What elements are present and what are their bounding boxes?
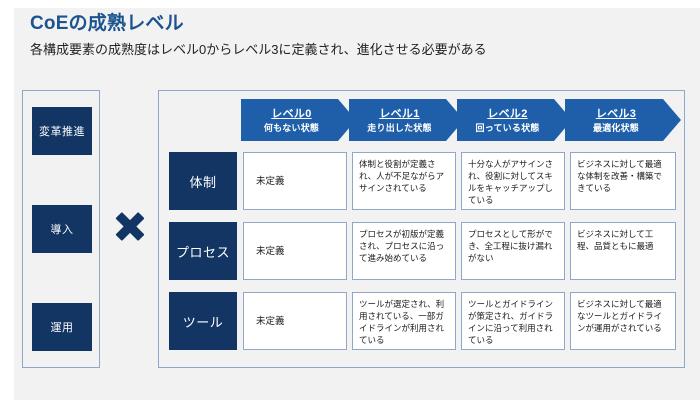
level-chevron-1: レベル1 走り出した状態	[349, 99, 464, 141]
level-chevron-subtitle: 何もない状態	[263, 122, 320, 133]
level-chevron-subtitle: 回っている状態	[475, 122, 540, 133]
matrix-cell-r1-l2: プロセスとして形ができ、全工程に抜け漏れがない	[461, 222, 565, 280]
matrix-cell-r2-l1: ツールが選定され、利用されている、一部ガイドラインが利用されている	[352, 292, 456, 350]
pillar-item-2: 運用	[32, 303, 92, 351]
page-subtitle: 各構成要素の成熟度はレベル0からレベル3に定義され、進化させる必要がある	[30, 42, 487, 57]
matrix-row: 体制 未定義 体制と役割が定義され、人が不足ながらアサインされている 十分な人が…	[169, 149, 676, 216]
level-chevron-subtitle: 最適化状態	[592, 122, 639, 133]
row-label-process: プロセス	[169, 222, 237, 280]
level-chevron-3: レベル3 最適化状態	[565, 99, 681, 141]
row-label-taisei: 体制	[169, 152, 237, 210]
slide-header: CoEの成熟レベル 各構成要素の成熟度はレベル0からレベル3に定義され、進化させ…	[30, 12, 680, 59]
matrix-cell-r2-l2: ツールとガイドラインが策定され、ガイドラインに沿って利用されている	[461, 292, 565, 350]
matrix-cell-r1-l1: プロセスが初版が定義され、プロセスに沿って進み始めている	[352, 222, 456, 280]
level-chevron-title: レベル3	[595, 107, 637, 120]
pillar-label: 運用	[50, 322, 74, 334]
matrix-row: プロセス 未定義 プロセスが初版が定義され、プロセスに沿って進み始めている プロ…	[169, 219, 676, 286]
matrix-cell-r0-l0: 未定義	[243, 152, 347, 210]
level-chevron-0: レベル0 何もない状態	[241, 99, 356, 141]
row-label-text: プロセス	[175, 244, 230, 260]
row-label-text: 体制	[189, 174, 217, 190]
multiply-icon	[112, 208, 148, 244]
pillar-label: 変革推進	[39, 126, 85, 138]
level-chevron-title: レベル2	[487, 107, 528, 120]
maturity-matrix-panel: レベル0 何もない状態 レベル1 走り出した状態 レベル2 回っている状態 レベ…	[158, 90, 685, 368]
matrix-row: ツール 未定義 ツールが選定され、利用されている、一部ガイドラインが利用されてい…	[169, 289, 676, 356]
level-chevron-title: レベル0	[271, 107, 312, 120]
level-chevron-title: レベル1	[379, 107, 420, 120]
matrix-cell-r0-l1: 体制と役割が定義され、人が不足ながらアサインされている	[352, 152, 456, 210]
pillars-panel: 変革推進 導入 運用	[22, 90, 100, 368]
pillar-label: 導入	[50, 224, 74, 236]
row-label-text: ツール	[182, 314, 224, 330]
page-title: CoEの成熟レベル	[30, 13, 184, 34]
matrix-cell-r1-l3: ビジネスに対して工程、品質ともに最適	[570, 222, 676, 280]
pillar-item-0: 変革推進	[32, 107, 92, 155]
level-chevron-2: レベル2 回っている状態	[457, 99, 572, 141]
maturity-grid: 体制 未定義 体制と役割が定義され、人が不足ながらアサインされている 十分な人が…	[169, 149, 676, 359]
matrix-cell-r0-l2: 十分な人がアサインされ、役割に対してスキルをキャッチアップしている	[461, 152, 565, 210]
matrix-cell-r0-l3: ビジネスに対して最適な体制を改善・構築できている	[570, 152, 676, 210]
pillar-item-1: 導入	[32, 205, 92, 253]
row-label-tool: ツール	[169, 292, 237, 350]
level-chevron-band: レベル0 何もない状態 レベル1 走り出した状態 レベル2 回っている状態 レベ…	[241, 99, 681, 141]
matrix-cell-r2-l0: 未定義	[243, 292, 347, 350]
matrix-cell-r1-l0: 未定義	[243, 222, 347, 280]
level-chevron-subtitle: 走り出した状態	[367, 122, 432, 133]
matrix-cell-r2-l3: ビジネスに対して最適なツールとガイドラインが運用がされている	[570, 292, 676, 350]
